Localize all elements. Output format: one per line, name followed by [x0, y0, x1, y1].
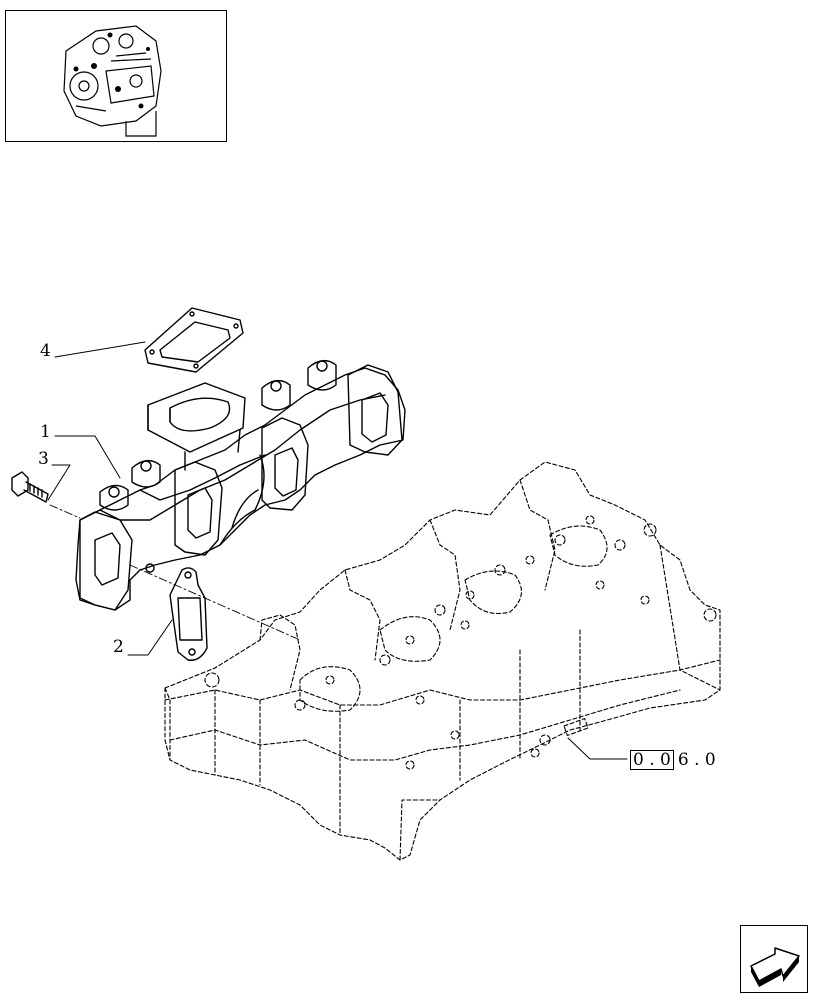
callout-1: 1 [40, 422, 51, 442]
callout-4: 4 [40, 341, 51, 361]
exhaust-manifold [75, 360, 406, 611]
port-gasket [169, 567, 208, 661]
section-reference-suffix: 6 . 0 [677, 750, 716, 770]
bolt [11, 471, 49, 503]
callout-2: 2 [113, 637, 124, 657]
outlet-gasket [144, 307, 244, 373]
next-page-button[interactable] [740, 925, 808, 993]
engine-thumbnail [5, 10, 227, 142]
cylinder-head-phantom [164, 461, 721, 861]
callout-3: 3 [38, 449, 49, 469]
assembly-centerlines [49, 504, 301, 641]
engine-assembly-icon [63, 25, 162, 137]
leader-lines [47, 341, 628, 760]
next-page-arrow-icon [750, 947, 800, 987]
section-reference-boxed: 0 . 0 [630, 750, 674, 770]
